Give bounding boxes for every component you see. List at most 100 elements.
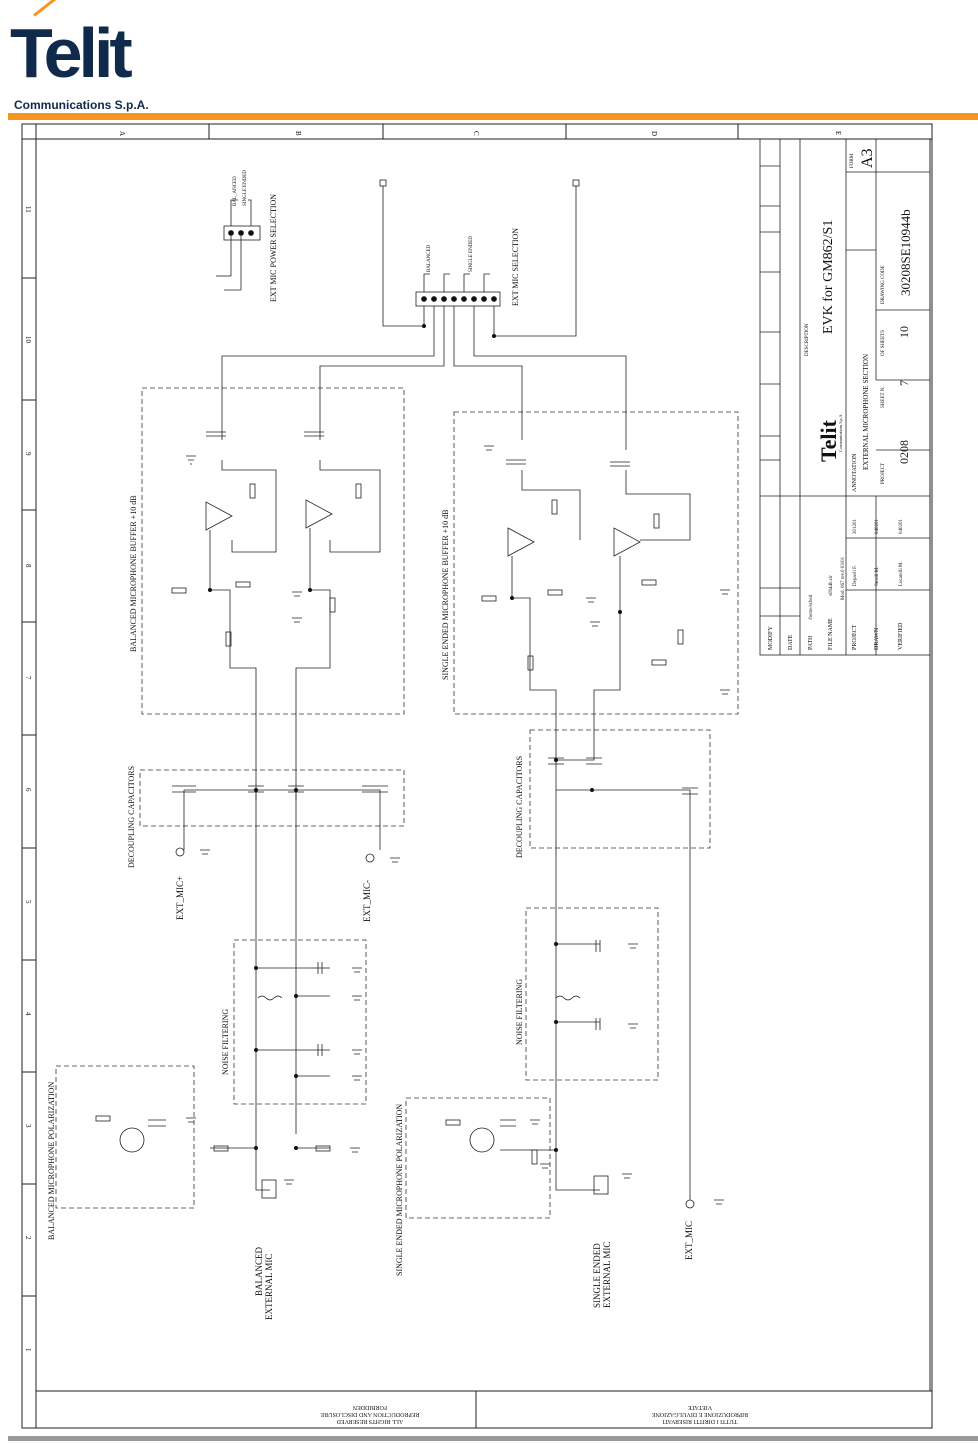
label-external-mic-bal: EXTERNAL MIC (264, 1254, 274, 1320)
tb-date-label: DATE (788, 634, 794, 650)
column-label-a: A (118, 131, 126, 136)
title-se-pol: SINGLE ENDED MICROPHONE POLARIZATION (395, 1104, 404, 1276)
bal-pol-box (55, 1065, 195, 1209)
label-ext-mic: EXT_MIC (684, 1221, 694, 1260)
se-buffer-box (453, 411, 739, 715)
tb-description-label: DESCRIPTION (805, 323, 810, 356)
tb-mod: Mod. 067 rev.0 03/01 (841, 556, 846, 600)
title-ext-mic-power: EXT MIC POWER SELECTION (269, 194, 278, 302)
tb-modify-label: MODIFY (768, 626, 774, 650)
tb-project-name: Depaoli F. (853, 565, 858, 586)
label-ext-mic-plus: EXT_MIC+ (175, 876, 185, 920)
column-ticks (208, 124, 739, 139)
label-single-ended: SINGLE ENDED (592, 1243, 602, 1308)
ext-mic-selection-header (379, 179, 580, 337)
tb-sheet: 7 (897, 380, 911, 386)
header-orange-bar (8, 113, 978, 120)
title-bal-pol: BALANCED MICROPHONE POLARIZATION (47, 1082, 56, 1240)
title-noise-left: NOISE FILTERING (221, 1009, 230, 1075)
se-pol-box (405, 1097, 551, 1219)
sel-label-single-ended: SINGLE ENDED (469, 236, 474, 272)
row-label-2: 2 (24, 1236, 32, 1240)
telit-logo: Telit Communications S.p.A. (8, 0, 178, 114)
label-external-mic-se: EXTERNAL MIC (602, 1242, 612, 1308)
tb-form-value: A3 (859, 148, 876, 168)
title-se-buffer: SINGLE ENDED MICROPHONE BUFFER +10 dB (441, 509, 450, 680)
title-bal-buffer: BALANCED MICROPHONE BUFFER +10 dB (129, 495, 138, 652)
tb-form-label: FORM (850, 153, 855, 168)
inner-frame (35, 138, 931, 1392)
notice-right-3: VIETATE (688, 1404, 713, 1410)
sel-label-se-ext: SINGLE ENDED (243, 170, 248, 206)
bal-buffer-box (141, 387, 405, 715)
tb-logo-sub: Communications S.p.A. (838, 414, 843, 452)
logo-subtitle: Communications S.p.A. (14, 98, 149, 112)
notice-left-1: ALL RIGHTS RESERVED (336, 1418, 403, 1424)
title-noise-right: NOISE FILTERING (515, 979, 524, 1045)
title-decoupling-right: DECOUPLING CAPACITORS (515, 756, 524, 858)
decoupling-left-box (139, 769, 405, 827)
signal-wires (183, 306, 691, 1200)
tb-verified-date: 040201 (899, 519, 904, 535)
title-ext-mic-selection: EXT MIC SELECTION (511, 228, 520, 306)
noise-left-box (233, 939, 367, 1105)
tb-project-row: PROJECT (852, 624, 858, 650)
tb-verified-row: VERIFIED (898, 622, 904, 650)
tb-drawn-row: DRAWN (874, 627, 880, 650)
logo-word: Telit (10, 14, 133, 92)
tb-sheet-label: SHEET N. (881, 386, 886, 408)
tb-logo-word: Telit (816, 419, 841, 462)
tb-description: EVK for GM862/S1 (821, 220, 836, 334)
column-label-b: B (294, 131, 302, 136)
notice-left-3: FORBIDDEN (352, 1404, 387, 1410)
notice-left-2: REPRODUCTION AND DISCLOSURE (320, 1411, 419, 1417)
tb-file-label: FILE NAME (828, 618, 834, 650)
row-label-5: 5 (24, 900, 32, 904)
tb-drawing-code: 30208SE10944b (898, 209, 913, 296)
row-label-11: 11 (24, 206, 32, 213)
tb-file: s0944b.cir (829, 575, 834, 596)
noise-right-box (525, 907, 659, 1081)
tb-annotation: EXTERNAL MICROPHONE SECTION (862, 354, 870, 470)
row-label-8: 8 (24, 564, 32, 568)
junction-dots (208, 324, 622, 1152)
sel-label-bal-ext: BAL_ANCED (233, 176, 238, 206)
footer-gray-bar (8, 1436, 978, 1441)
label-balanced: BALANCED (254, 1247, 264, 1296)
tb-project-date: 301201 (853, 519, 858, 535)
outer-frame (21, 123, 933, 1429)
row-label-1: 1 (24, 1348, 32, 1352)
notice-right-2: RIPRODUZIONE E DIVULGAZIONE (652, 1411, 749, 1417)
tb-project-label: PROJECT (881, 463, 886, 484)
component-glyphs (95, 431, 698, 1209)
column-label-e: E (834, 131, 842, 135)
tb-drawn-date: 040201 (875, 519, 880, 535)
tb-of-sheets-label: OF SHEETS (881, 330, 886, 356)
tb-drawn-name: Stroili M. (875, 567, 880, 586)
label-ext-mic-minus: EXT_MIC- (362, 880, 372, 922)
row-ticks (22, 277, 36, 1297)
column-label-d: D (650, 131, 658, 136)
tb-path: /home/sched (809, 594, 814, 620)
row-label-3: 3 (24, 1124, 32, 1128)
row-label-9: 9 (24, 452, 32, 456)
title-decoupling-left: DECOUPLING CAPACITORS (127, 766, 136, 868)
tb-verified-name: Locatelli M. (899, 561, 904, 586)
decoupling-right-box (529, 729, 711, 849)
tb-path-label: PATH (808, 635, 814, 650)
tb-of-sheets: 10 (897, 326, 911, 338)
ground-symbols (186, 445, 730, 1205)
tb-annotation-label: ANNOTATION (852, 453, 858, 492)
column-label-c: C (472, 131, 480, 136)
row-label-7: 7 (24, 676, 32, 680)
ext-mic-power-jumper (216, 199, 261, 291)
row-label-4: 4 (24, 1012, 32, 1016)
sel-label-balanced: BALANCED (427, 244, 432, 272)
row-label-6: 6 (24, 788, 32, 792)
row-label-10: 10 (24, 336, 32, 344)
title-block (759, 138, 931, 656)
notice-right-1: TUTTI I DIRITTI RISERVATI (663, 1418, 738, 1424)
tb-project: 0208 (897, 440, 911, 464)
tb-drawing-code-label: DRAWING CODE (881, 265, 886, 304)
